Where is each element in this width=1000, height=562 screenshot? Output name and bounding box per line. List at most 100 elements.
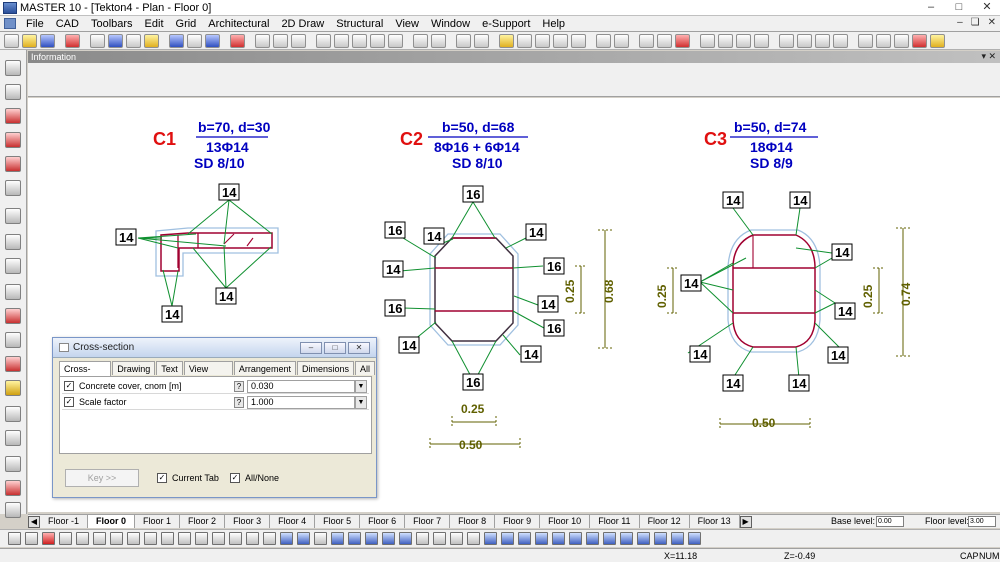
footing-tool-icon[interactable]: [5, 180, 21, 196]
floor-prev-icon[interactable]: ◀: [28, 515, 40, 528]
osnap-9-icon[interactable]: [637, 532, 650, 545]
snap-z-icon[interactable]: [348, 532, 361, 545]
zoom-icon[interactable]: [876, 33, 891, 48]
list-icon[interactable]: [187, 33, 202, 48]
tab-floor-active[interactable]: Floor 0: [88, 515, 136, 528]
grid-icon[interactable]: [230, 33, 245, 48]
dimension-tool-icon[interactable]: [5, 406, 21, 422]
node-icon[interactable]: [718, 33, 733, 48]
doc-restore-icon[interactable]: ❏: [970, 17, 980, 28]
stirrup-icon[interactable]: [5, 308, 21, 324]
footing-icon[interactable]: [571, 33, 586, 48]
menu-file[interactable]: File: [26, 17, 44, 30]
line-icon[interactable]: [255, 33, 270, 48]
dimension-icon[interactable]: [334, 33, 349, 48]
osnap-4-icon[interactable]: [552, 532, 565, 545]
tab-floor[interactable]: Floor 4: [270, 515, 316, 528]
help-icon[interactable]: ?: [234, 380, 244, 392]
doc-minimize-icon[interactable]: –: [957, 17, 963, 28]
zoom-previous-icon[interactable]: [110, 532, 123, 545]
tab-floor[interactable]: Floor 12: [640, 515, 690, 528]
menu-help[interactable]: Help: [542, 17, 566, 30]
minimize-icon[interactable]: –: [927, 1, 935, 13]
property-checkbox[interactable]: ✓: [64, 397, 74, 407]
plan-icon[interactable]: [456, 33, 471, 48]
osnap-3-icon[interactable]: [535, 532, 548, 545]
delete-icon[interactable]: [912, 33, 927, 48]
snap-m-icon[interactable]: [365, 532, 378, 545]
grid-toggle-icon[interactable]: [297, 532, 310, 545]
tab-floor[interactable]: Floor 8: [450, 515, 496, 528]
reinforcement-icon[interactable]: [5, 234, 21, 250]
bar-schedule-icon[interactable]: [5, 332, 21, 348]
osnap-2-icon[interactable]: [518, 532, 531, 545]
menu-toolbars[interactable]: Toolbars: [90, 17, 133, 30]
beam-detail-icon[interactable]: [5, 156, 21, 172]
analysis-icon[interactable]: [614, 33, 629, 48]
menu-e-support[interactable]: e-Support: [482, 17, 531, 30]
open-icon[interactable]: [22, 33, 37, 48]
beam-icon[interactable]: [517, 33, 532, 48]
tools-icon[interactable]: [413, 33, 428, 48]
pointer-icon[interactable]: [467, 532, 480, 545]
redraw-icon[interactable]: [144, 532, 157, 545]
info-panel-header[interactable]: Information ▾ ✕: [28, 51, 1000, 63]
report-icon[interactable]: [779, 33, 794, 48]
zoom-in-icon[interactable]: [59, 532, 72, 545]
column-icon[interactable]: [499, 33, 514, 48]
document-icon[interactable]: [4, 18, 16, 29]
polar-icon[interactable]: [195, 532, 208, 545]
tab-floor[interactable]: Floor 6: [360, 515, 406, 528]
dialog-minimize-icon[interactable]: –: [300, 342, 322, 354]
stop-icon[interactable]: [42, 532, 55, 545]
text-icon[interactable]: [316, 33, 331, 48]
export-icon[interactable]: [144, 33, 159, 48]
chevron-down-icon[interactable]: ▼: [355, 379, 367, 393]
copy-icon[interactable]: [90, 33, 105, 48]
circle-icon[interactable]: [273, 33, 288, 48]
pattern-icon[interactable]: [388, 33, 403, 48]
marker-icon[interactable]: [5, 480, 21, 496]
osnap-8-icon[interactable]: [620, 532, 633, 545]
zoom-window-icon[interactable]: [93, 532, 106, 545]
base-level-input[interactable]: 0.00: [876, 516, 904, 527]
diag-snap-icon[interactable]: [229, 532, 242, 545]
ortho-icon[interactable]: [178, 532, 191, 545]
tab-floor[interactable]: Floor 11: [590, 515, 640, 528]
print-icon[interactable]: [108, 33, 123, 48]
all-none-option[interactable]: ✓ All/None: [230, 473, 279, 483]
edit-icon[interactable]: [169, 33, 184, 48]
settings-tool-icon[interactable]: [5, 502, 21, 518]
drawing-icon[interactable]: [797, 33, 812, 48]
arc-snap-icon[interactable]: [263, 532, 276, 545]
slab-icon[interactable]: [535, 33, 550, 48]
info-panel-controls-icon[interactable]: ▾ ✕: [981, 51, 996, 61]
osnap-7-icon[interactable]: [603, 532, 616, 545]
array-tool-icon[interactable]: [5, 430, 21, 446]
all-none-checkbox[interactable]: ✓: [230, 473, 240, 483]
cursor-icon[interactable]: [450, 532, 463, 545]
slab-tool-icon[interactable]: [5, 208, 21, 224]
properties-icon[interactable]: [65, 33, 80, 48]
tab-floor[interactable]: Floor 2: [180, 515, 226, 528]
column-c2[interactable]: C2 b=50, d=68 8Φ16 + 6Φ14 SD 8/10: [382, 119, 616, 452]
tab-floor[interactable]: Floor 13: [690, 515, 740, 528]
eraser-icon[interactable]: [5, 258, 21, 274]
tab-all[interactable]: All: [354, 361, 375, 375]
column-tool-icon[interactable]: [5, 60, 21, 76]
release-icon[interactable]: [754, 33, 769, 48]
wall-icon[interactable]: [553, 33, 568, 48]
save-icon[interactable]: [40, 33, 55, 48]
column-c1[interactable]: C1 b=70, d=30 13Φ14 SD 8/10: [115, 119, 279, 323]
menu-grid[interactable]: Grid: [175, 17, 197, 30]
key-button[interactable]: Key >>: [65, 469, 139, 487]
menu-cad[interactable]: CAD: [55, 17, 79, 30]
scale-factor-input[interactable]: 1.000: [247, 395, 355, 409]
member-icon[interactable]: [736, 33, 751, 48]
osnap-5-icon[interactable]: [569, 532, 582, 545]
dialog-close-icon[interactable]: ✕: [348, 342, 370, 354]
floor-level-input[interactable]: 3.00: [968, 516, 996, 527]
dialog-title-bar[interactable]: Cross-section: [53, 338, 376, 358]
detail-icon[interactable]: [815, 33, 830, 48]
current-tab-option[interactable]: ✓ Current Tab: [157, 473, 219, 483]
